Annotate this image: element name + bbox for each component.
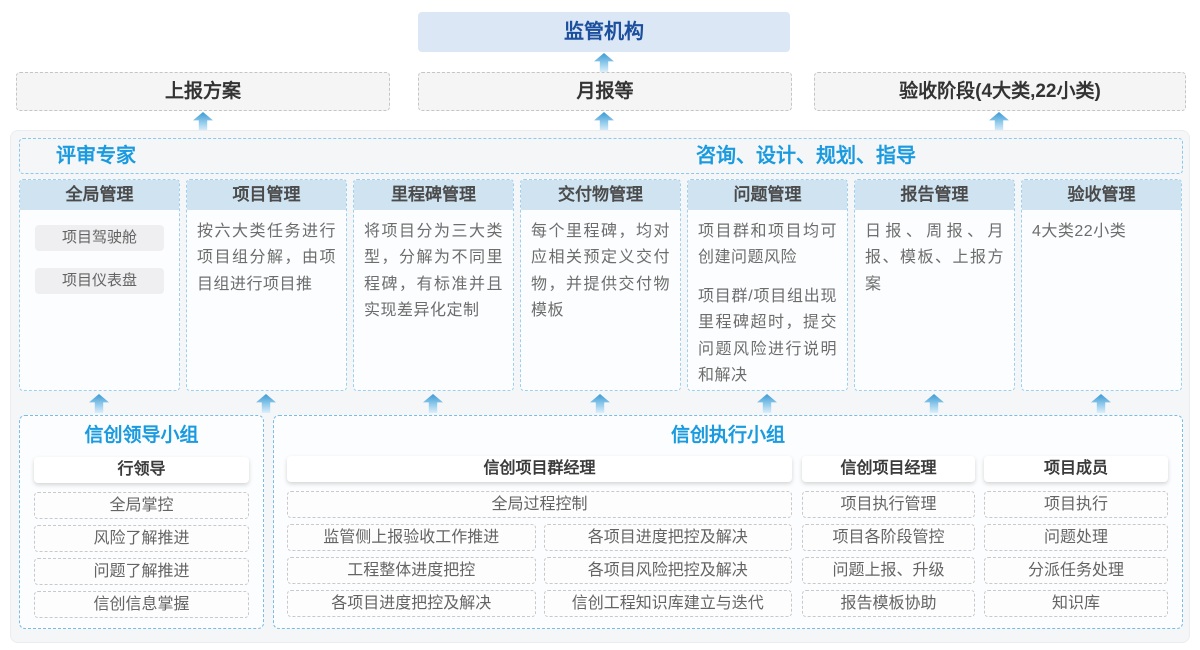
column-description: 日报、周报、月报、模板、上报方案 [865,223,1004,293]
up-arrow-icon [89,394,109,413]
acceptance-management-body: 4大类22小类 [1022,210,1181,245]
task-item: 工程整体进度把控 [287,557,536,584]
execution-group-title: 信创执行小组 [670,425,785,446]
subgroup-project-manager: 信创项目经理项目执行管理项目各阶段管控问题上报、升级报告模板协助 [802,456,975,623]
up-arrow-icon [924,394,944,413]
task-item: 分派任务处理 [984,557,1168,584]
review-experts-label: 评审专家 [56,145,136,167]
report-management-body: 日报、周报、月报、模板、上报方案 [855,210,1014,298]
task-item: 项目执行 [984,491,1168,518]
milestone-management-header: 里程碑管理 [354,180,513,210]
column-description: 按六大类任务进行项目组分解，由项目组进行项目推 [197,223,336,293]
subgroup-project-member: 项目成员项目执行问题处理分派任务处理知识库 [984,456,1168,623]
task-item: 全局掌控 [34,492,249,519]
acceptance-management-header: 验收管理 [1022,180,1181,210]
task-item: 风险了解推进 [34,525,249,552]
task-item: 信创信息掌握 [34,591,249,618]
report-management-header: 报告管理 [855,180,1014,210]
leadership-group-title: 信创领导小组 [84,425,199,446]
task-item: 监管侧上报验收工作推进 [287,524,536,551]
task-item: 各项目进度把控及解决 [543,524,792,551]
issue-management-body: 项目群和项目均可创建问题风险项目群/项目组出现里程碑超时，提交问题风险进行说明和… [688,210,847,389]
up-arrow-icon [989,112,1009,131]
subgroup-program-manager: 信创项目群经理全局过程控制监管侧上报验收工作推进各项目进度把控及解决工程整体进度… [287,456,792,623]
experts-band: 评审专家 咨询、设计、规划、指导 [19,138,1183,174]
column-description: 每个里程碑，均对应相关预定义交付物，并提供交付物模板 [531,223,670,320]
column-description: 项目群/项目组出现里程碑超时，提交问题风险进行说明和解决 [698,287,837,384]
task-item: 各项目风险把控及解决 [543,557,792,584]
flow-box-report-plan: 上报方案 [16,72,390,111]
leadership-group-body: 行领导全局掌控风险了解推进问题了解推进信创信息掌握 [20,453,263,618]
task-item: 问题了解推进 [34,558,249,585]
column-project-management: 项目管理按六大类任务进行项目组分解，由项目组进行项目推 [186,179,347,391]
column-description: 将项目分为三大类型，分解为不同里程碑，有标准并且实现差异化定制 [364,223,503,320]
column-issue-management: 问题管理项目群和项目均可创建问题风险项目群/项目组出现里程碑超时，提交问题风险进… [687,179,848,391]
task-item: 各项目进度把控及解决 [287,590,536,617]
up-arrow-icon [256,394,276,413]
task-item: 问题处理 [984,524,1168,551]
task-item: 项目各阶段管控 [802,524,975,551]
milestone-management-body: 将项目分为三大类型，分解为不同里程碑，有标准并且实现差异化定制 [354,210,513,325]
up-arrow-icon [757,394,777,413]
task-item: 项目执行管理 [802,491,975,518]
task-row: 工程整体进度把控各项目风险把控及解决 [287,557,792,590]
up-arrow-icon [1091,394,1111,413]
leadership-group: 信创领导小组 行领导全局掌控风险了解推进问题了解推进信创信息掌握 [19,415,264,629]
column-description: 4大类22小类 [1032,223,1127,240]
task-item: 全局过程控制 [287,491,792,518]
task-row: 各项目进度把控及解决信创工程知识库建立与迭代 [287,590,792,623]
feature-pill: 项目驾驶舱 [35,225,164,251]
issue-management-header: 问题管理 [688,180,847,210]
task-item: 知识库 [984,590,1168,617]
flow-box-monthly-report: 月报等 [418,72,792,111]
column-report-management: 报告管理日报、周报、月报、模板、上报方案 [854,179,1015,391]
project-management-body: 按六大类任务进行项目组分解，由项目组进行项目推 [187,210,346,298]
execution-group: 信创执行小组 信创项目群经理全局过程控制监管侧上报验收工作推进各项目进度把控及解… [273,415,1183,629]
column-description: 项目群和项目均可创建问题风险 [698,223,837,267]
consulting-label: 咨询、设计、规划、指导 [696,145,916,167]
flow-box-acceptance-stage: 验收阶段(4大类,22小类) [814,72,1186,111]
project-management-header: 项目管理 [187,180,346,210]
up-arrow-icon [590,394,610,413]
role-pill: 信创项目群经理 [287,456,792,482]
feature-pill: 项目仪表盘 [35,268,164,294]
regulator-box: 监管机构 [418,12,790,52]
role-pill: 信创项目经理 [802,456,975,482]
role-pill: 行领导 [34,457,249,483]
column-acceptance-management: 验收管理 4大类22小类 [1021,179,1182,391]
up-arrow-icon [594,53,614,72]
up-arrow-icon [423,394,443,413]
task-item: 信创工程知识库建立与迭代 [543,590,792,617]
task-item: 报告模板协助 [802,590,975,617]
task-item: 问题上报、升级 [802,557,975,584]
global-management-header: 全局管理 [20,180,179,210]
up-arrow-icon [193,112,213,131]
role-pill: 项目成员 [984,456,1168,482]
deliverable-management-body: 每个里程碑，均对应相关预定义交付物，并提供交付物模板 [521,210,680,325]
column-milestone-management: 里程碑管理将项目分为三大类型，分解为不同里程碑，有标准并且实现差异化定制 [353,179,514,391]
task-row: 监管侧上报验收工作推进各项目进度把控及解决 [287,524,792,557]
column-deliverable-management: 交付物管理每个里程碑，均对应相关预定义交付物，并提供交付物模板 [520,179,681,391]
management-panel: 评审专家 咨询、设计、规划、指导 全局管理项目驾驶舱项目仪表盘项目管理按六大类任… [10,130,1190,643]
column-global-management: 全局管理项目驾驶舱项目仪表盘 [19,179,180,391]
global-management-body: 项目驾驶舱项目仪表盘 [20,210,179,294]
deliverable-management-header: 交付物管理 [521,180,680,210]
up-arrow-icon [594,112,614,131]
